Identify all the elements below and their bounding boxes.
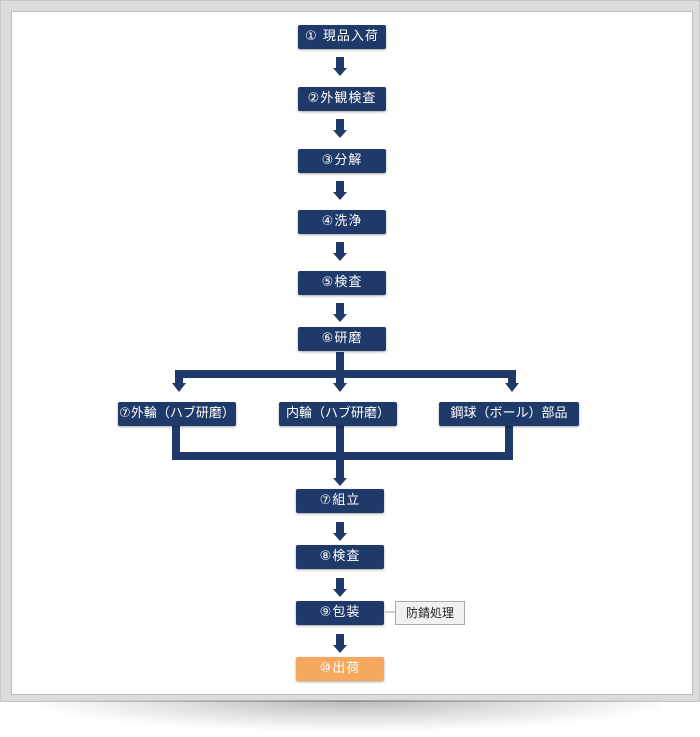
step-inspection: ⑤検査 — [298, 271, 386, 295]
branch-steel-ball-parts: 鋼球（ボール）部品 — [439, 402, 579, 426]
step-final-inspection: ⑧検査 — [296, 545, 384, 569]
step-disassembly: ③分解 — [298, 149, 386, 173]
arrow-5-6 — [333, 303, 347, 322]
branch-outer-ring: ⑦外輪（ハブ研磨） — [118, 402, 236, 426]
split-connector — [172, 352, 519, 392]
step-arrival: ① 現品入荷 — [298, 25, 386, 49]
step-packaging: ⑨包装 — [296, 601, 384, 625]
arrow-4-5 — [333, 242, 347, 261]
arrow-9-10 — [333, 634, 347, 653]
step-polishing: ⑥研磨 — [298, 327, 386, 351]
arrow-1-2 — [333, 57, 347, 76]
arrow-2-3 — [333, 119, 347, 138]
diagram-canvas — [11, 11, 693, 695]
step-visual-inspection: ②外観検査 — [298, 87, 386, 111]
arrow-8-9 — [333, 578, 347, 597]
branch-inner-ring: 内輪（ハブ研磨） — [279, 402, 397, 426]
arrow-3-4 — [333, 181, 347, 200]
step-shipping: ⑩出荷 — [296, 657, 384, 681]
rust-prevention-note: 防錆処理 — [395, 601, 465, 625]
arrow-7-8 — [333, 522, 347, 541]
drop-shadow — [40, 700, 660, 730]
step-cleaning: ④洗浄 — [298, 210, 386, 234]
outer-frame — [0, 0, 700, 702]
step-assembly: ⑦組立 — [296, 489, 384, 513]
merge-connector — [172, 426, 513, 486]
